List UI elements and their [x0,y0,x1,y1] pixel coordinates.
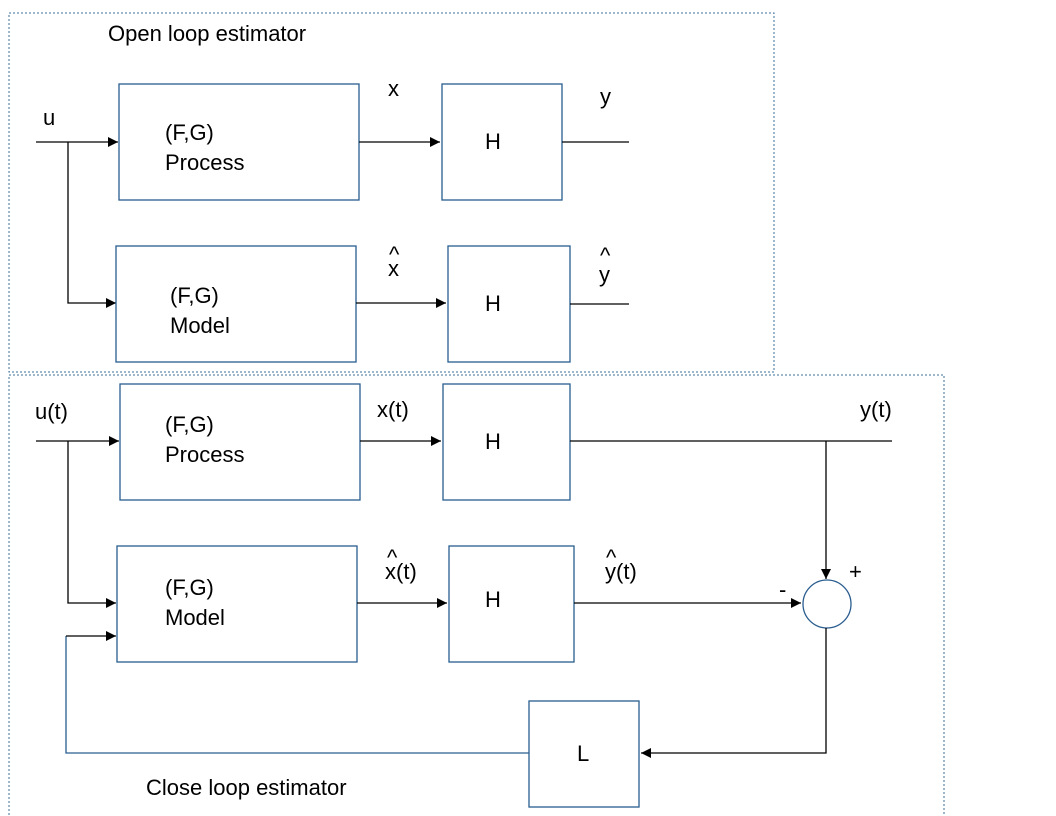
closed-process-label-2: Process [165,442,244,467]
gain-l-label: L [577,741,589,766]
open-state-label: x [388,76,399,101]
open-input-label: u [43,105,55,130]
closed-h-label-top: H [485,429,501,454]
closed-loop-frame [8,374,945,816]
closed-input-branch-arrow [67,441,116,608]
open-output-label: y [600,84,611,109]
closed-state-label: x(t) [377,397,409,422]
open-h-block-bottom [447,245,571,363]
closed-h-block-bottom [448,545,575,663]
feedback-line [65,636,529,754]
open-model-block [115,245,357,363]
open-input-branch-arrow [67,142,116,308]
closed-h-label-bottom: H [485,587,501,612]
open-state-hat-label: x [388,256,399,281]
open-output-hat-mark: ^ [600,243,611,268]
open-process-label-1: (F,G) [165,120,214,145]
closed-output-hat-mark: ^ [606,545,617,570]
closed-h-block-top [442,383,571,501]
plus-sign: + [849,559,862,584]
open-loop-frame [8,12,775,373]
closed-output-label: y(t) [860,397,892,422]
closed-input-label: u(t) [35,399,68,424]
gain-l-block [528,700,640,808]
closed-state-hat-mark: ^ [387,545,398,570]
open-output-hat-label: y [599,262,610,287]
closed-model-label-2: Model [165,605,225,630]
closed-model-block [116,545,358,663]
closed-model-label-1: (F,G) [165,575,214,600]
open-process-label-2: Process [165,150,244,175]
closed-process-block [119,383,361,501]
open-h-label-top: H [485,129,501,154]
open-model-label-2: Model [170,313,230,338]
closed-process-label-1: (F,G) [165,412,214,437]
closed-output-hat-label: y(t) [605,559,637,584]
closed-state-hat-label: x(t) [385,559,417,584]
error-to-gain-arrow [641,628,827,758]
open-h-block-top [441,83,563,201]
closed-loop-title: Close loop estimator [146,775,347,800]
open-loop-title: Open loop estimator [108,21,306,46]
summing-junction [802,579,852,629]
open-state-hat-mark: ^ [389,242,400,267]
open-h-label-bottom: H [485,291,501,316]
minus-sign: - [779,577,786,602]
open-model-label-1: (F,G) [170,283,219,308]
open-process-block [118,83,360,201]
